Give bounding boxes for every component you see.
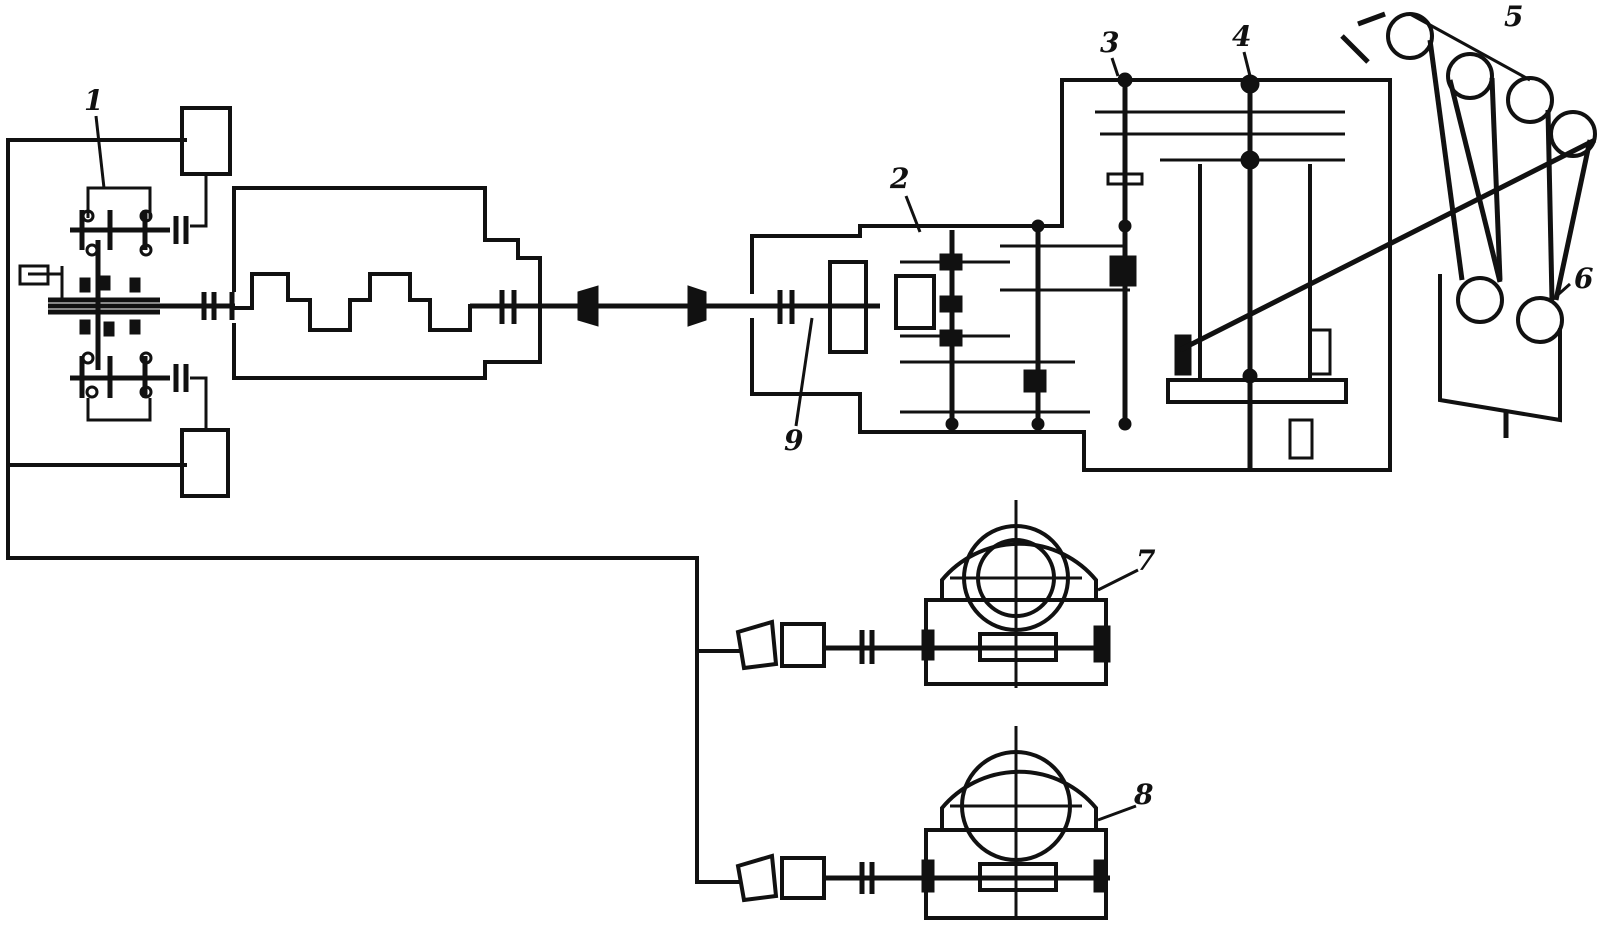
auxiliary-motor-7 xyxy=(735,500,1111,688)
control-box-top xyxy=(180,106,232,228)
control-box-bottom xyxy=(180,376,230,498)
auxiliary-motor-8 xyxy=(735,726,1110,920)
gearbox-unit-1 xyxy=(18,186,235,422)
leader-lines xyxy=(94,51,1571,822)
rope-pulley-system-5-6 xyxy=(1340,11,1597,438)
callout-2: 2 xyxy=(889,162,909,195)
drum-shafts-3-4 xyxy=(1095,72,1597,470)
callout-7: 7 xyxy=(1136,544,1156,577)
callout-8: 8 xyxy=(1133,778,1153,811)
reducer-unit-2 xyxy=(750,78,1392,472)
callout-3: 3 xyxy=(1100,26,1119,59)
cardan-coupling xyxy=(577,285,880,327)
callout-1: 1 xyxy=(84,84,103,117)
callout-labels: 1 2 3 4 5 6 7 8 9 xyxy=(84,0,1593,811)
callout-5: 5 xyxy=(1504,0,1523,33)
main-feed-line xyxy=(6,138,742,884)
callout-4: 4 xyxy=(1232,20,1251,53)
main-motor-housing xyxy=(229,186,580,380)
callout-9: 9 xyxy=(784,424,803,457)
callout-6: 6 xyxy=(1574,262,1593,295)
